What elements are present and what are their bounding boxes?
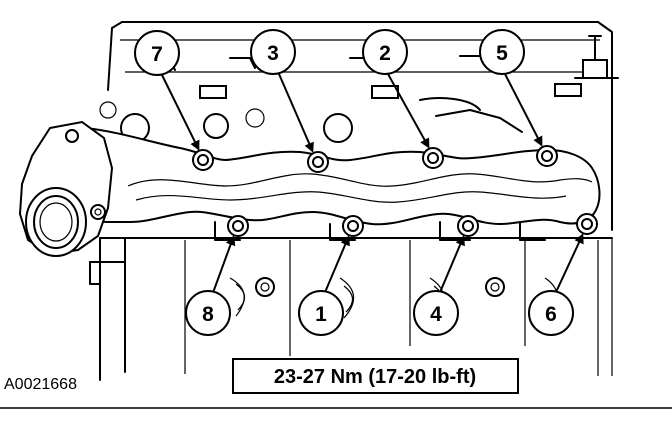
callout-7: 7 <box>134 30 180 76</box>
callout-5: 5 <box>479 29 525 75</box>
callout-label: 4 <box>430 303 442 326</box>
callout-label: 3 <box>267 42 279 65</box>
callout-label: 1 <box>315 303 327 326</box>
bolt-7 <box>192 149 214 171</box>
bolt-5 <box>536 145 558 167</box>
callout-1: 1 <box>298 290 344 336</box>
bolt-6 <box>576 213 598 235</box>
callout-6: 6 <box>528 290 574 336</box>
callout-8: 8 <box>185 290 231 336</box>
manifold-bolts <box>192 145 598 237</box>
callout-2: 2 <box>362 29 408 75</box>
torque-spec-box: 23-27 Nm (17-20 lb-ft) <box>232 358 519 394</box>
manifold-outlet-flange <box>18 120 114 257</box>
callout-label: 2 <box>379 42 391 65</box>
bolt-3 <box>307 151 329 173</box>
exhaust-manifold <box>60 97 601 241</box>
callout-4: 4 <box>413 290 459 336</box>
callout-label: 6 <box>545 303 557 326</box>
callout-label: 5 <box>496 42 508 65</box>
torque-spec-text: 23-27 Nm (17-20 lb-ft) <box>274 366 476 388</box>
callout-label: 8 <box>202 303 214 326</box>
bolt-8 <box>227 215 249 237</box>
bolt-2 <box>422 147 444 169</box>
leader-arrows <box>161 73 584 291</box>
engine-head-outline <box>99 21 619 231</box>
bolt-1 <box>342 215 364 237</box>
bolt-4 <box>457 215 479 237</box>
figure-id: A0021668 <box>4 376 77 393</box>
callout-3: 3 <box>250 29 296 75</box>
callout-label: 7 <box>151 43 163 66</box>
